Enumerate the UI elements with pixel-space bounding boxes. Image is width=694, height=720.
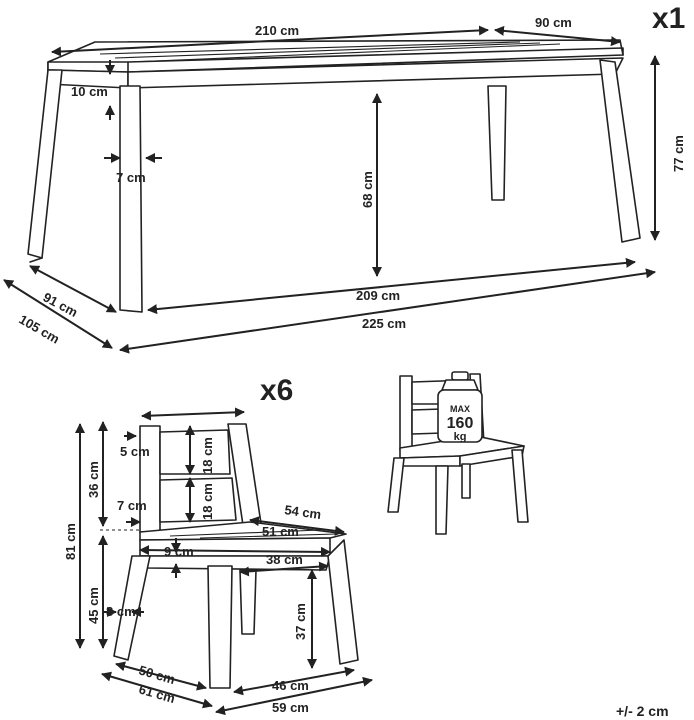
table-depth-top-label: 90 cm: [535, 15, 572, 30]
chair-seat-height-label: 45 cm: [86, 587, 101, 624]
chair-back-post-left: [139, 425, 161, 533]
chair-quantity: x6: [260, 374, 293, 407]
load-chair-leg-right: [511, 449, 529, 523]
chair-back-upper-label: 18 cm: [200, 437, 215, 474]
chair-seat-top: [139, 521, 347, 541]
chair-drawing: [113, 423, 359, 689]
chair-floor-width-inner-label: 46 cm: [272, 678, 309, 693]
chair-dimension-labels: 5 cm 18 cm 18 cm 36 cm 81 cm 45 cm 7 cm …: [63, 437, 322, 715]
chair-seat-thickness-label: 9 cm: [164, 544, 194, 559]
chair-slat-gap-label: 5 cm: [120, 444, 150, 459]
table-apron-label: 10 cm: [71, 84, 108, 99]
table-length-outer-label: 225 cm: [362, 316, 406, 331]
chair-seat-depth-label: 54 cm: [284, 502, 323, 522]
table-quantity: x1: [652, 2, 685, 35]
chair-seat-width-label: 51 cm: [262, 524, 299, 539]
load-weight-text: 160: [447, 415, 474, 432]
table-clearance-label: 68 cm: [360, 171, 375, 208]
weight-icon: MAX 160 kg: [437, 371, 483, 443]
table-leg-front-left: [27, 69, 63, 259]
chair-leg-clearance-label: 37 cm: [293, 603, 308, 640]
chair-dimension-lines: [75, 407, 373, 716]
table-leg-back-right: [487, 85, 507, 201]
table-height-label: 77 cm: [671, 135, 686, 172]
chair-leg-width-label: 8 cm: [106, 604, 136, 619]
chair-leg-back: [239, 569, 257, 635]
load-max-text: MAX: [450, 404, 470, 414]
chair-leg-right: [327, 539, 359, 665]
chair-total-height-label: 81 cm: [63, 523, 78, 560]
table-drawing: [27, 39, 641, 313]
table-depth-outer-label: 105 cm: [17, 312, 63, 347]
table-leg-front-right: [119, 85, 143, 313]
chair-back-lower-label: 18 cm: [200, 483, 215, 520]
table-length-inner-label: 209 cm: [356, 288, 400, 303]
load-chair-seat-edge: [399, 455, 461, 467]
chair-back-slat-lower: [159, 477, 237, 523]
chair-back-slat-upper: [159, 429, 231, 475]
load-chair-back-post-left: [399, 375, 413, 451]
table-leg-width-label: 7 cm: [116, 170, 146, 185]
chair-inner-width-label: 38 cm: [266, 552, 303, 567]
table-dimension-lines: [3, 25, 660, 354]
load-chair-drawing: [387, 373, 529, 535]
chair-back-rail-label: 7 cm: [117, 498, 147, 513]
chair-leg-front: [207, 565, 233, 689]
load-chair-leg-back: [461, 463, 471, 499]
tolerance-note: +/- 2 cm: [616, 703, 669, 719]
load-chair-leg-front: [435, 465, 449, 535]
load-unit-text: kg: [454, 431, 467, 443]
table-length-top-label: 210 cm: [255, 23, 299, 38]
chair-floor-width-outer-label: 59 cm: [272, 700, 309, 715]
chair-back-height-label: 36 cm: [86, 461, 101, 498]
load-chair-leg-left: [387, 457, 405, 513]
table-leg-far-right: [599, 59, 641, 243]
